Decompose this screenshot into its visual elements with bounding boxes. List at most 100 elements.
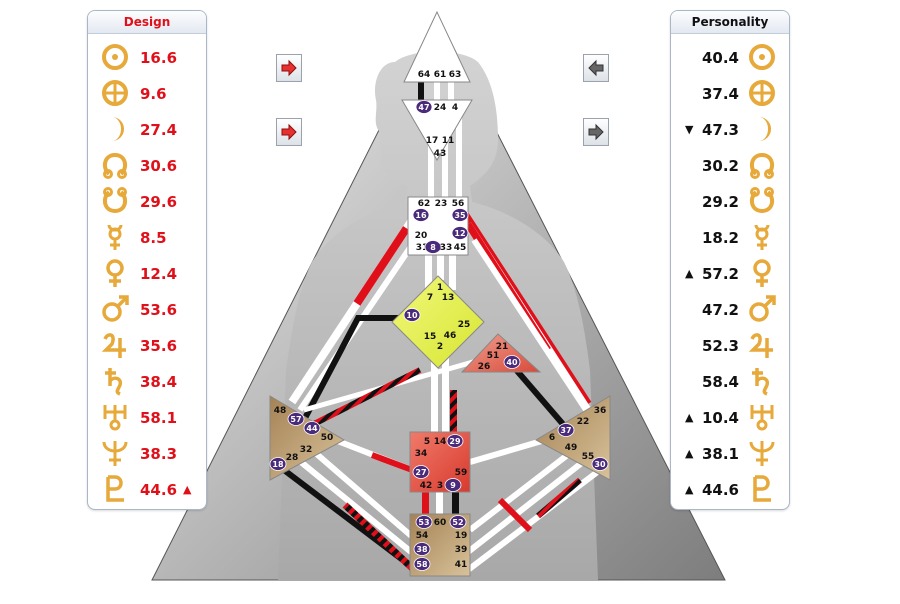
jupiter-icon	[101, 333, 126, 358]
design-value: 12.4	[140, 265, 178, 283]
gate-number: 38	[416, 545, 428, 554]
design-row: 58.1	[88, 400, 206, 436]
gate-33: 33	[440, 243, 453, 253]
exalted-marker-icon: ▲	[685, 483, 694, 496]
exalted-marker-icon: ▲	[685, 447, 694, 460]
gate-60: 60	[434, 518, 447, 528]
gate-21: 21	[496, 342, 509, 352]
gate-2: 2	[437, 342, 443, 352]
gate-number: 33	[440, 243, 453, 253]
gate-51: 51	[487, 351, 500, 361]
design-value: 30.6	[140, 157, 178, 175]
north-node-icon	[749, 152, 775, 179]
personality-row: 57.2▲	[671, 256, 789, 292]
gate-number: 64	[418, 70, 431, 80]
mars-icon	[749, 295, 776, 322]
personality-value: 57.2	[701, 265, 739, 283]
gate-38: 38	[413, 542, 431, 556]
gate-24: 24	[434, 103, 447, 113]
gate-59: 59	[455, 468, 468, 478]
gate-19: 19	[455, 531, 468, 541]
gate-number: 55	[582, 452, 595, 462]
gate-39: 39	[455, 545, 468, 555]
personality-row: 58.4	[671, 364, 789, 400]
design-value: 16.6	[140, 49, 178, 67]
personality-row: 38.1 ▲	[671, 436, 789, 472]
gate-9: 9	[444, 478, 462, 492]
sun-icon	[749, 44, 775, 70]
gate-number: 36	[594, 406, 607, 416]
personality-next-button[interactable]	[583, 118, 609, 146]
personality-value: 40.4	[701, 49, 739, 67]
venus-icon	[106, 259, 124, 287]
gate-61: 61	[434, 70, 447, 80]
ajna-center	[401, 99, 473, 161]
design-row: 38.4	[88, 364, 206, 400]
gate-number: 39	[455, 545, 468, 555]
sun-icon	[102, 44, 128, 70]
personality-row: 29.2	[671, 184, 789, 220]
gate-35: 35	[451, 208, 469, 222]
gate-22: 22	[577, 417, 590, 427]
south-node-icon	[749, 187, 775, 214]
gate-56: 56	[452, 199, 465, 209]
gate-number: 24	[434, 103, 447, 113]
personality-row: 40.4	[671, 40, 789, 76]
gate-number: 12	[454, 229, 465, 238]
gate-number: 58	[416, 560, 428, 569]
gate-number: 62	[418, 199, 431, 209]
gate-26: 26	[478, 362, 491, 372]
pluto-icon	[106, 475, 124, 502]
gate-number: 52	[452, 518, 463, 527]
gate-number: 22	[577, 417, 590, 427]
gate-5: 5	[424, 437, 430, 447]
personality-value: 52.3	[701, 337, 739, 355]
gate-55: 55	[582, 452, 595, 462]
gate-number: 59	[455, 468, 468, 478]
gate-number: 10	[406, 311, 418, 320]
design-row: 27.4	[88, 112, 206, 148]
personality-title: Personality	[671, 11, 789, 34]
design-next-button[interactable]	[276, 118, 302, 146]
gate-number: 42	[420, 481, 433, 491]
mars-icon	[102, 295, 129, 322]
gate-37: 37	[557, 423, 575, 437]
ego-center	[460, 333, 542, 373]
personality-value: 38.1	[701, 445, 739, 463]
personality-row: 10.4▲	[671, 400, 789, 436]
personality-value: 37.4	[701, 85, 739, 103]
gate-49: 49	[565, 443, 578, 453]
gate-number: 61	[434, 70, 447, 80]
solar-plexus-center	[534, 395, 611, 481]
gate-number: 28	[286, 453, 299, 463]
personality-value: 47.2	[701, 301, 739, 319]
uranus-icon	[103, 405, 127, 431]
jupiter-icon	[748, 333, 773, 358]
gate-42: 42	[420, 481, 433, 491]
design-row: 16.6	[88, 40, 206, 76]
gate-number: 1	[437, 283, 443, 293]
gate-13: 13	[442, 293, 455, 303]
design-prev-button[interactable]	[276, 54, 302, 82]
personality-row: 30.2	[671, 148, 789, 184]
gate-28: 28	[286, 453, 299, 463]
gate-number: 43	[434, 149, 447, 159]
gate-number: 23	[435, 199, 448, 209]
gate-number: 45	[454, 243, 467, 253]
personality-row: 47.2	[671, 292, 789, 328]
gate-number: 50	[321, 433, 334, 443]
gate-7: 7	[427, 293, 433, 303]
gate-47: 47	[415, 100, 433, 114]
gate-number: 25	[458, 320, 471, 330]
design-row: 30.6	[88, 148, 206, 184]
gate-32: 32	[300, 445, 313, 455]
gate-43: 43	[434, 149, 447, 159]
gate-27: 27	[412, 465, 430, 479]
gate-number: 40	[506, 358, 518, 367]
personality-value: 10.4	[701, 409, 739, 427]
design-value: 8.5	[140, 229, 167, 247]
north-node-icon	[102, 152, 128, 179]
personality-prev-button[interactable]	[583, 54, 609, 82]
earth-icon	[749, 80, 775, 106]
